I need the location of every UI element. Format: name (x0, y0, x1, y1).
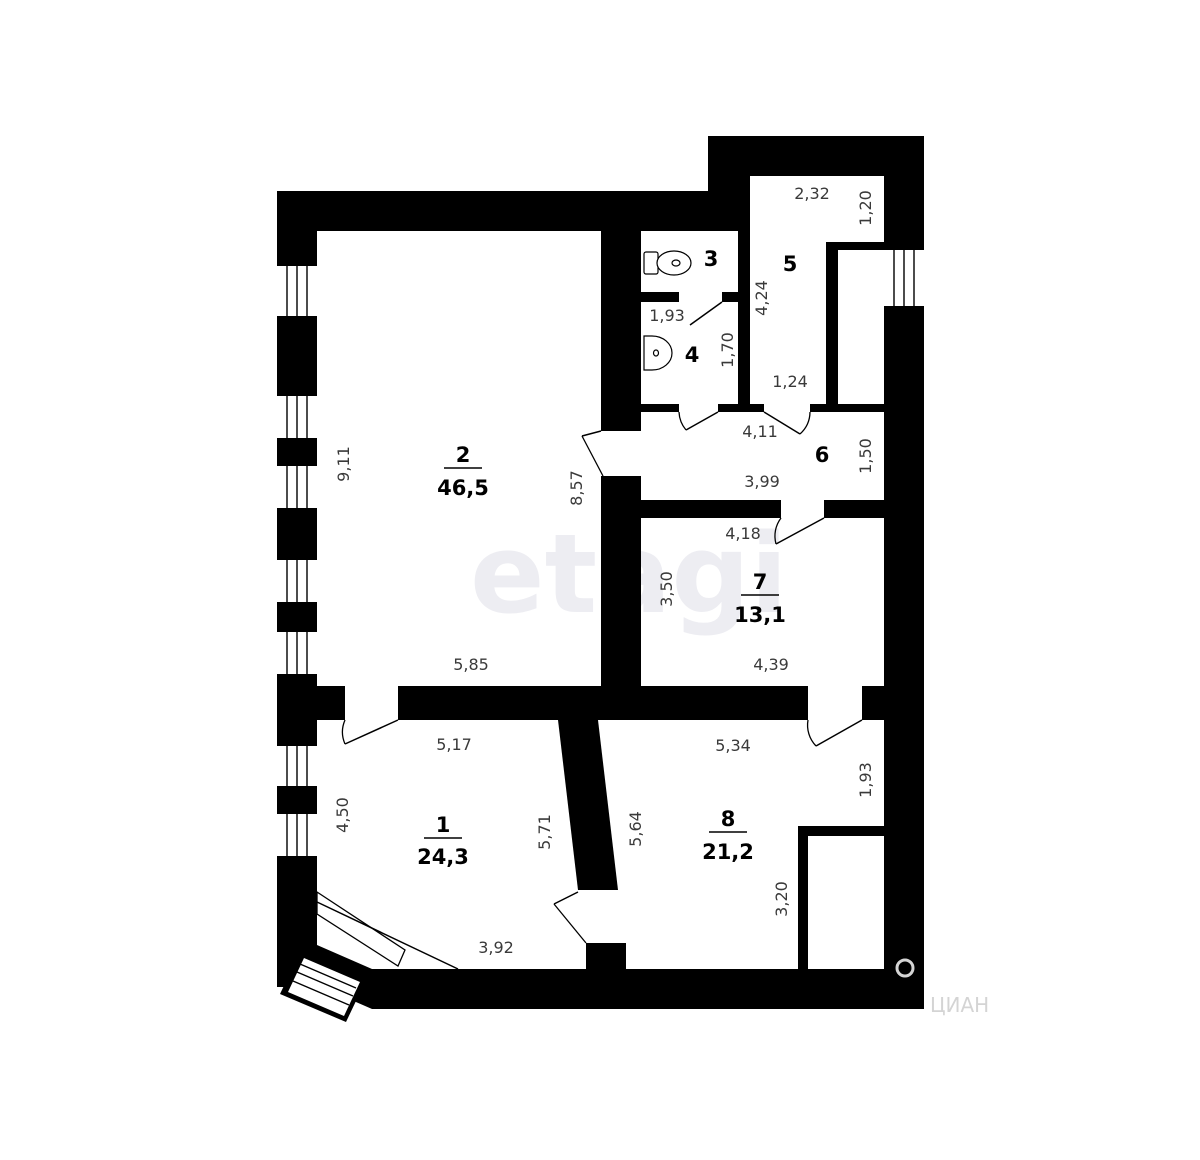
entrance-steps (280, 890, 459, 1022)
windows-left (277, 266, 317, 856)
room-2-area: 46,5 (437, 476, 489, 500)
wall-bottom (372, 969, 924, 1009)
dim-r4-side: 1,70 (718, 332, 737, 368)
wall-room8-closet-left (798, 826, 808, 971)
watermark-cian: ЦИАН (930, 993, 989, 1017)
wall-room3-room4-left (641, 292, 679, 302)
room-8-area: 21,2 (702, 840, 754, 864)
toilet-icon (643, 250, 692, 276)
corner-watermark: ЦИАН (895, 958, 989, 1017)
wall-mid (398, 686, 808, 720)
wall-room2-right-lower (601, 476, 641, 706)
dim-r1-top: 5,17 (436, 735, 472, 754)
room-7-area: 13,1 (734, 603, 786, 627)
dim-r7-side: 3,50 (657, 571, 676, 607)
room-4-number: 4 (685, 343, 700, 367)
dim-r6-top: 4,11 (742, 422, 778, 441)
wall-mid-left-stub (317, 686, 345, 720)
room-2-number: 2 (456, 443, 471, 467)
dim-r2-right: 8,57 (567, 470, 586, 506)
room-8-number: 8 (721, 807, 736, 831)
window-right (884, 250, 924, 306)
wall-room2-right-upper (601, 231, 641, 431)
dim-r1-bottom: 3,92 (478, 938, 514, 957)
dim-r8-left: 5,64 (626, 811, 645, 847)
wall-mid-right-stub (862, 686, 886, 720)
wall-room4-room5 (738, 176, 750, 408)
dim-r5-side: 4,24 (752, 280, 771, 316)
dim-r8-top: 5,34 (715, 736, 751, 755)
dim-r4-top: 1,93 (649, 306, 685, 325)
dim-r7-bottom: 4,39 (753, 655, 789, 674)
dim-r5-bottom: 1,24 (772, 372, 808, 391)
room-1-area: 24,3 (417, 845, 469, 869)
wall-room5-closet (826, 242, 838, 408)
wall-room6-room7-left (641, 500, 781, 518)
wall-room5-bottom-right (810, 404, 886, 412)
room-3-number: 3 (704, 247, 719, 271)
wall-room6-room7-right (824, 500, 886, 518)
room-7-number: 7 (753, 570, 768, 594)
dim-r8-inner: 3,20 (772, 881, 791, 917)
wall-room8-closet-top (798, 826, 886, 836)
dim-r5-top: 2,32 (794, 184, 830, 203)
dim-r7-top: 4,18 (725, 524, 761, 543)
room-labels: 2 46,5 3 4 5 6 7 13,1 1 24,3 8 21,2 (417, 247, 829, 869)
dimension-labels: 2,32 1,20 4,24 1,24 1,93 1,70 4,11 1,50 … (333, 184, 875, 957)
sink-icon (643, 335, 673, 371)
dim-r5-right: 1,20 (856, 190, 875, 226)
wall-room1-room8 (558, 720, 618, 890)
dim-r6-side: 1,50 (856, 438, 875, 474)
wall-room1-room8-bottom (586, 943, 626, 973)
dim-r2-bottom: 5,85 (453, 655, 489, 674)
wall-room4-bottom-left (641, 404, 679, 412)
wall-room4-bottom-mid (718, 404, 764, 412)
dim-r1-right: 5,71 (535, 814, 554, 850)
wall-room5-closet-top (826, 242, 886, 250)
room-1-number: 1 (436, 813, 451, 837)
dim-r2-left: 9,11 (334, 446, 353, 482)
location-pin-icon (895, 958, 915, 978)
dim-r8-right: 1,93 (856, 762, 875, 798)
room-6-number: 6 (815, 443, 830, 467)
wall-room3-room4-right (722, 292, 740, 302)
wall-top (277, 191, 710, 231)
room-5-number: 5 (783, 252, 798, 276)
dim-r6-bottom: 3,99 (744, 472, 780, 491)
dim-r1-left: 4,50 (333, 797, 352, 833)
doors (341, 301, 863, 944)
